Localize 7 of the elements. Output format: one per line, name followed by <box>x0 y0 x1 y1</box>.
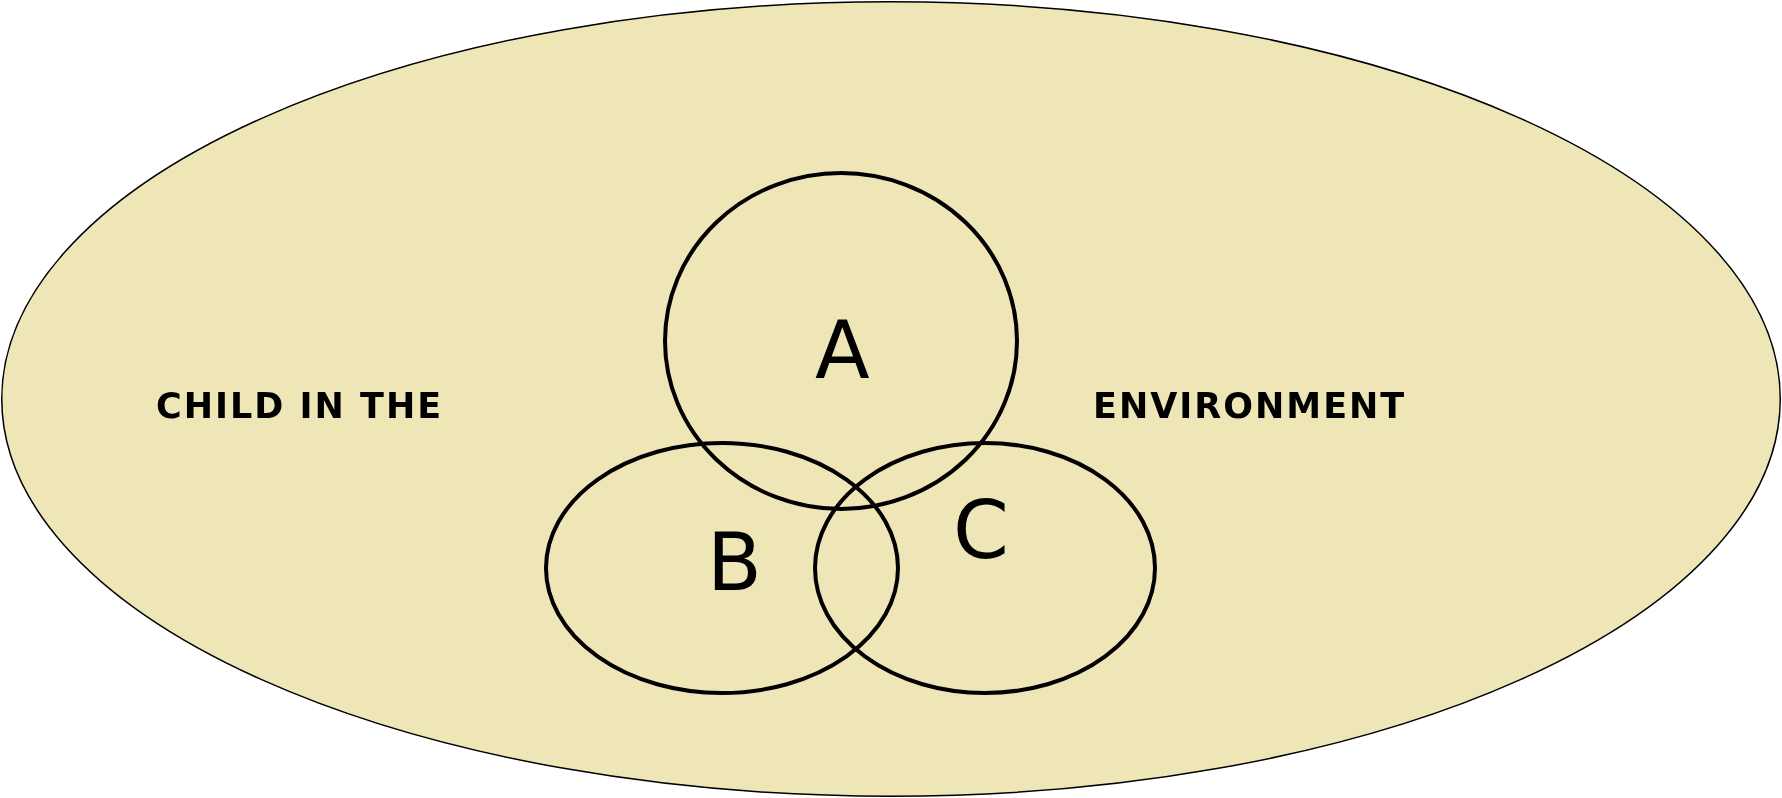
region-label: ENVIRONMENT <box>1093 389 1407 424</box>
venn-circle <box>813 441 1157 695</box>
circle-label: A <box>815 311 870 391</box>
region-label: CHILD IN THE <box>156 389 444 424</box>
circle-label: C <box>953 491 1009 571</box>
circle-label: B <box>707 523 762 603</box>
venn-circle <box>544 441 900 695</box>
